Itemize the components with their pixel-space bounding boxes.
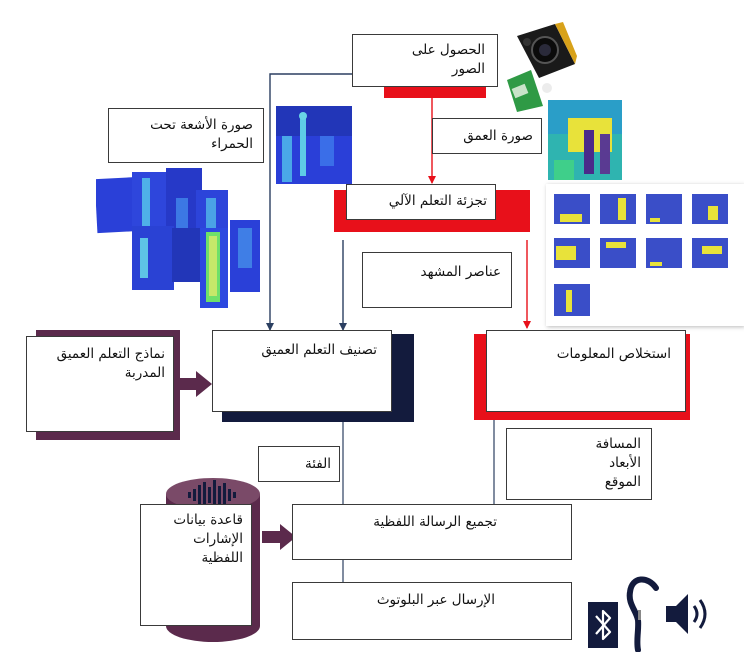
classification-label: تصنيف التعلم العميق xyxy=(261,342,377,358)
bluetooth-send-label: الإرسال عبر البلوتوث xyxy=(376,592,495,608)
class-node: الفئة xyxy=(258,446,340,482)
speaker-icon xyxy=(664,590,712,638)
depth-label: صورة العمق xyxy=(463,128,533,144)
bluetooth-icon xyxy=(588,602,618,648)
infrared-thumbnail xyxy=(276,106,352,184)
arrow-voicedb-to-message xyxy=(262,524,296,550)
message-assembly-node: تجميع الرسالة اللفظية xyxy=(292,504,572,560)
pretrained-models-label: نماذج التعلم العميق المدربة xyxy=(56,346,165,381)
segmentation-grid xyxy=(546,184,744,326)
infrared-label: صورة الأشعة تحت الحمراء xyxy=(150,117,253,152)
acquisition-red-bar xyxy=(384,84,486,98)
voice-db-label: قاعدة بيانات الإشارات اللفظية xyxy=(173,512,243,566)
segmentation-node: تجزئة التعلم الآلي xyxy=(346,184,496,220)
attributes-node: المسافة الأبعاد الموقع xyxy=(506,428,652,500)
acquisition-node: الحصول على الصور xyxy=(352,34,498,87)
classification-node: تصنيف التعلم العميق xyxy=(212,330,392,412)
depth-node: صورة العمق xyxy=(432,118,542,154)
arrow-acquisition-to-classification xyxy=(266,73,352,331)
earpiece-icon xyxy=(626,574,660,652)
segmentation-label: تجزئة التعلم الآلي xyxy=(388,193,487,209)
voice-db-node: قاعدة بيانات الإشارات اللفظية xyxy=(140,504,252,626)
class-label: الفئة xyxy=(304,456,331,472)
infrared-collage xyxy=(96,168,260,310)
info-extraction-label: استخلاص المعلومات xyxy=(556,346,671,362)
depth-thumbnail xyxy=(548,100,622,180)
info-extraction-node: استخلاص المعلومات xyxy=(486,330,686,412)
infrared-node: صورة الأشعة تحت الحمراء xyxy=(108,108,264,163)
scene-elements-node: عناصر المشهد xyxy=(362,252,512,308)
bluetooth-send-node: الإرسال عبر البلوتوث xyxy=(292,582,572,640)
message-assembly-label: تجميع الرسالة اللفظية xyxy=(373,514,497,530)
acquisition-label: الحصول على الصور xyxy=(411,42,485,77)
attributes-label: المسافة الأبعاد الموقع xyxy=(595,436,641,490)
scene-elements-label: عناصر المشهد xyxy=(420,264,501,280)
soundwave-icon xyxy=(186,480,242,510)
pretrained-models-node: نماذج التعلم العميق المدربة xyxy=(26,336,174,432)
camera-icon xyxy=(503,20,577,112)
arrow-pretrained-to-classification xyxy=(180,371,212,397)
